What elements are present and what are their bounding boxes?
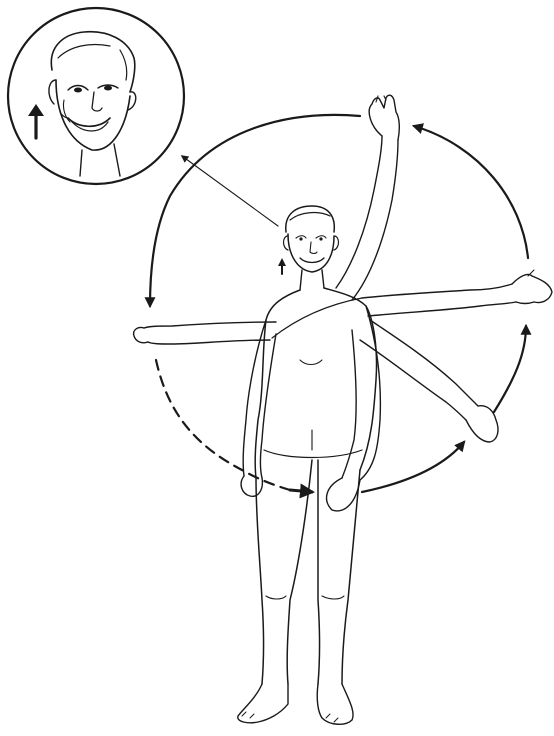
face-closeup-icon xyxy=(49,32,136,176)
figure-arm-diagonal-right xyxy=(360,320,498,442)
figure-hanging-arm-right xyxy=(327,306,381,511)
figure-head xyxy=(284,206,339,290)
arc-top-left-arrow xyxy=(150,115,360,306)
standing-figure xyxy=(134,95,552,724)
figure-arm-horizontal-left xyxy=(134,322,276,344)
figure-legs xyxy=(238,460,360,724)
figure-hanging-arm-left xyxy=(241,320,276,496)
arrow-icon xyxy=(278,258,286,274)
arc-dashed-lower-left xyxy=(156,360,290,490)
figure-arm-horizontal-right xyxy=(362,270,552,316)
arc-right-arrow xyxy=(494,326,526,412)
figure-torso xyxy=(255,288,376,478)
inset-pointer-arrow xyxy=(182,156,278,226)
arrow-icon xyxy=(28,104,44,138)
inset-circle xyxy=(8,8,184,184)
face-inset xyxy=(8,8,184,184)
arc-top-right-arrow xyxy=(414,126,528,258)
figure-arm-raised xyxy=(336,95,399,300)
arc-bottom-right-arrow xyxy=(362,442,464,492)
